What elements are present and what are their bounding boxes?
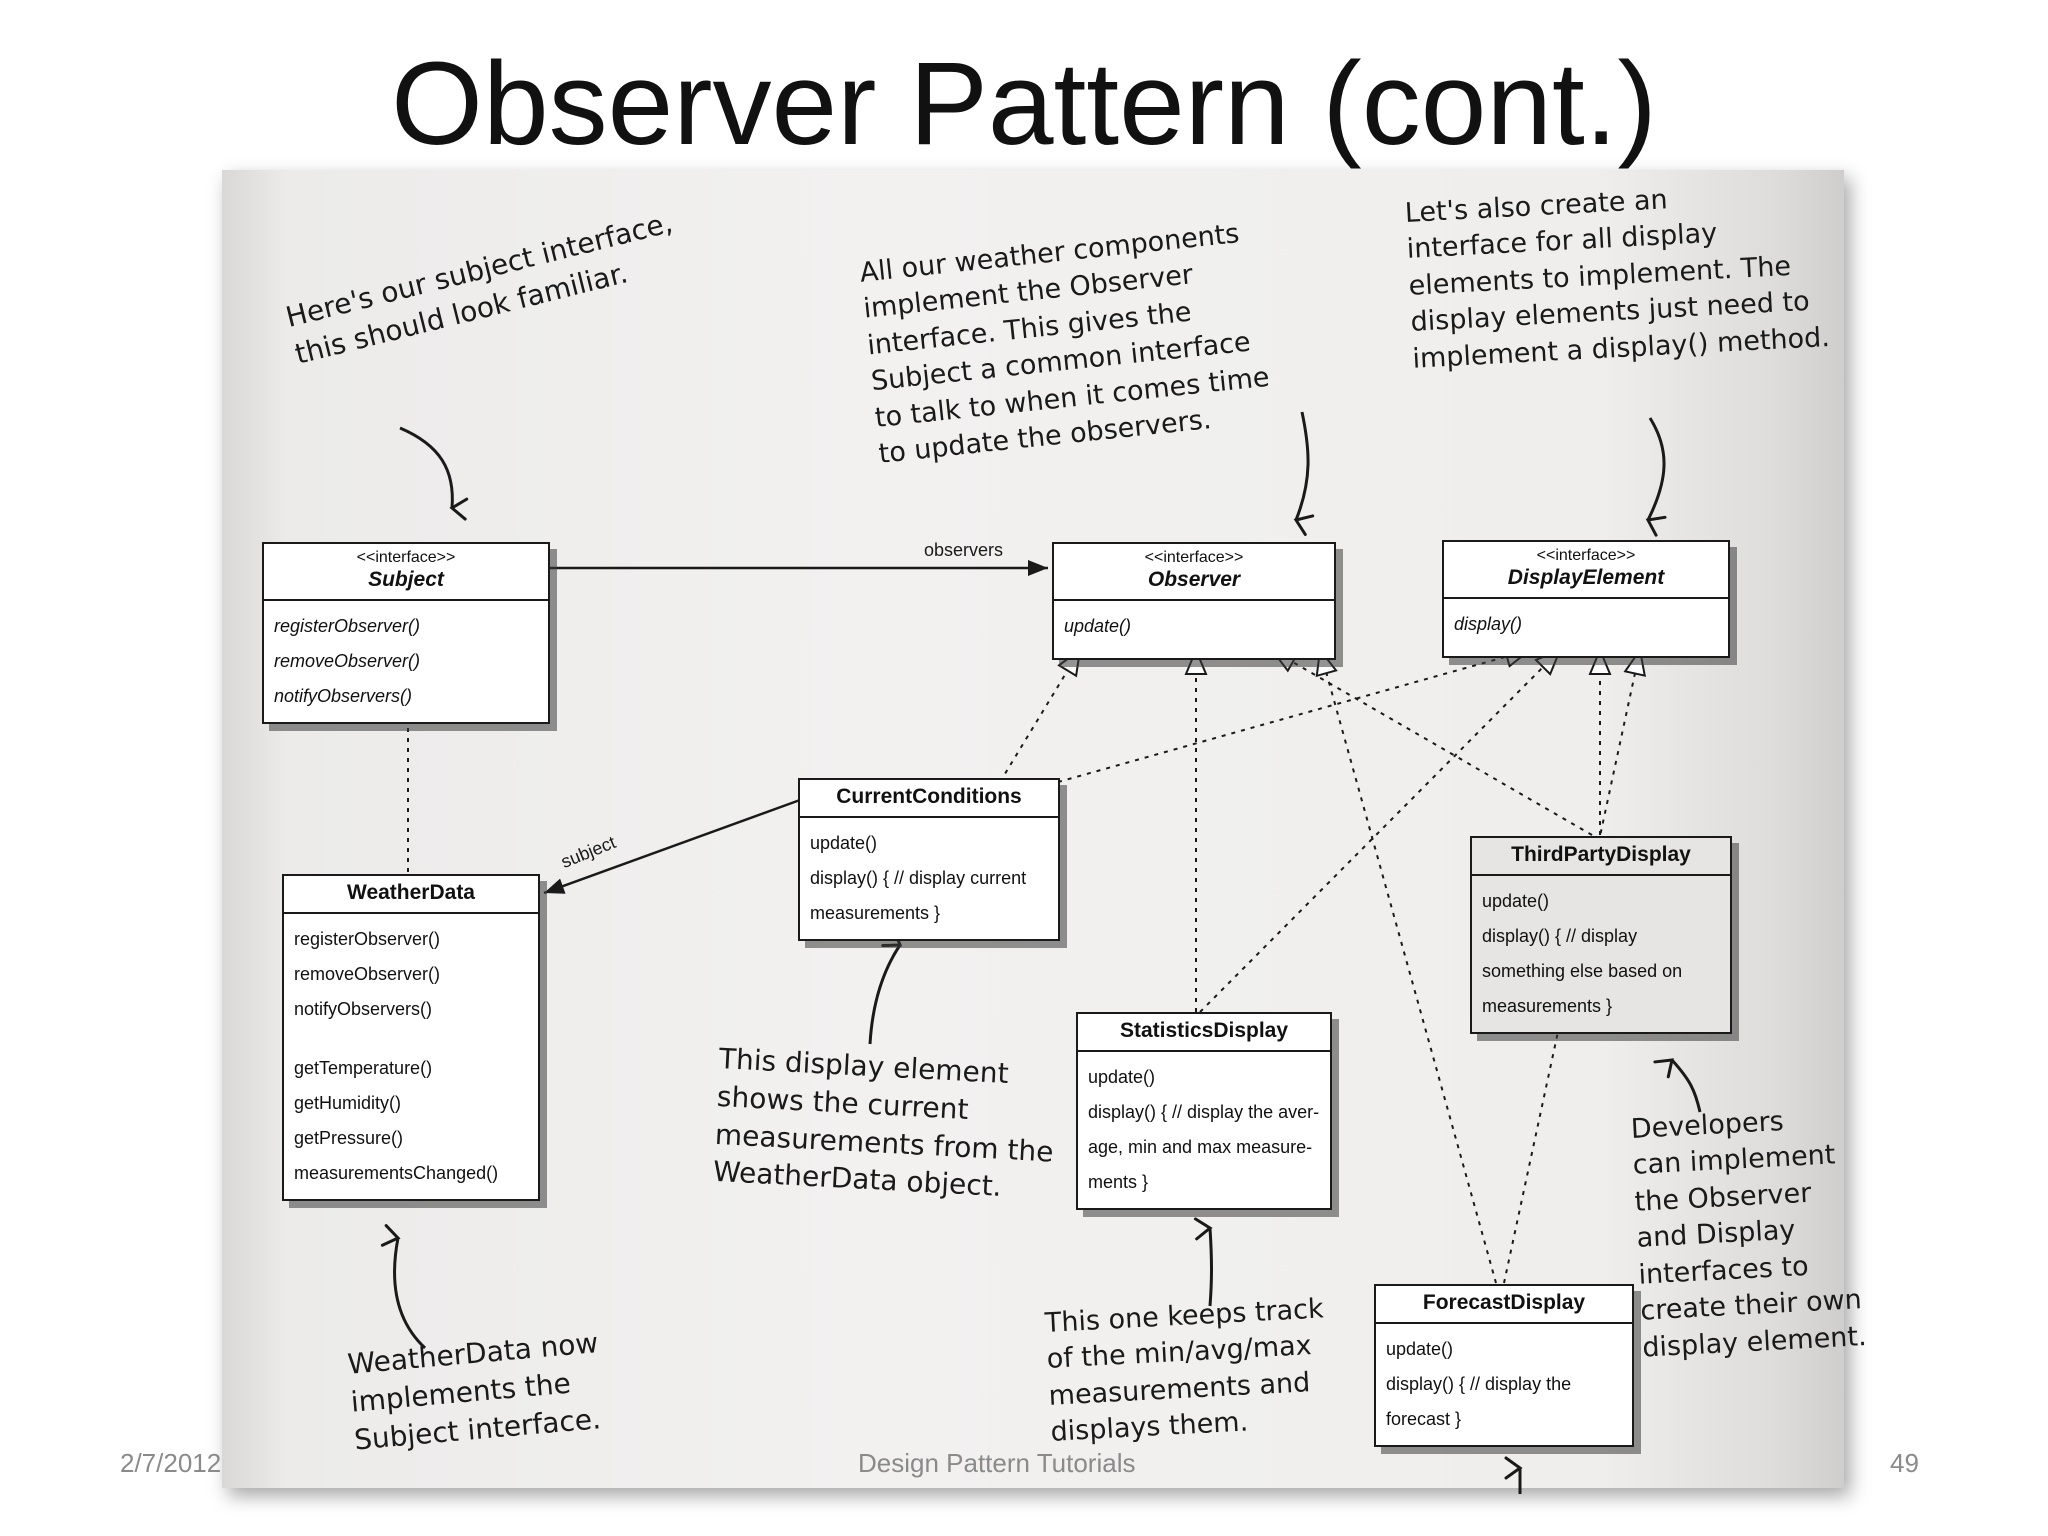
display-element-interface-box: <<interface>> DisplayElement display(): [1442, 540, 1730, 659]
weatherdata-header: WeatherData: [284, 876, 538, 915]
statistics-display-annotation: This one keeps track of the min/avg/max …: [1044, 1293, 1325, 1449]
forecast-display-name: ForecastDisplay: [1422, 1291, 1586, 1314]
statistics-display-method: update(): [1088, 1067, 1156, 1088]
observer-stereotype: <<interface>>: [1144, 549, 1244, 566]
observers-association-label: observers: [924, 540, 1004, 560]
subject-header: <<interface>> Subject: [264, 544, 548, 602]
statistics-display-method: age, min and max measure-: [1088, 1137, 1313, 1158]
observer-name: Observer: [1147, 568, 1241, 592]
third-party-display-method: display() { // display: [1482, 926, 1638, 947]
subject-stereotype: <<interface>>: [356, 549, 456, 566]
current-note-arrow-icon: [868, 927, 903, 1045]
subject-association: [543, 798, 801, 895]
statistics-display-name: StatisticsDisplay: [1119, 1019, 1289, 1042]
observer-note-arrow-icon: [1293, 411, 1315, 536]
weatherdata-name: WeatherData: [347, 881, 475, 904]
third-party-display-class-box: ThirdPartyDisplay update() display() { /…: [1470, 836, 1732, 1035]
weatherdata-class-box: WeatherData registerObserver() removeObs…: [282, 874, 540, 1202]
forecast-display-method: forecast }: [1386, 1409, 1462, 1430]
statistics-display-class-box: StatisticsDisplay update() display() { /…: [1076, 1012, 1332, 1211]
forecast-display-methods: update() display() { // display the fore…: [1376, 1324, 1632, 1445]
current-realizes-display: [1057, 650, 1530, 783]
weatherdata-note-arrow-icon: [380, 1224, 427, 1350]
weatherdata-method-gap: [294, 1027, 528, 1051]
third-party-display-name: ThirdPartyDisplay: [1511, 843, 1691, 866]
footer-center-text: Design Pattern Tutorials: [858, 1448, 1136, 1478]
subject-interface-box: <<interface>> Subject registerObserver()…: [262, 542, 550, 725]
weatherdata-method: getHumidity(): [294, 1093, 402, 1114]
observer-interface-annotation: All our weather components implement the…: [858, 218, 1271, 471]
third-party-display-method: update(): [1482, 891, 1550, 912]
developers-annotation: Developers can implement the Observer an…: [1630, 1105, 1868, 1364]
statistics-note-arrow-icon: [1193, 1217, 1213, 1307]
current-conditions-class-box: CurrentConditions update() display() { /…: [798, 778, 1060, 942]
forecast-display-header: ForecastDisplay: [1376, 1286, 1632, 1325]
weatherdata-method: removeObserver(): [294, 964, 441, 985]
current-conditions-annotation: This display element shows the current m…: [712, 1041, 1055, 1204]
subject-method: notifyObservers(): [274, 686, 413, 707]
subject-method: removeObserver(): [274, 651, 421, 672]
slide-title: Observer Pattern (cont.): [391, 38, 1657, 170]
weatherdata-method: registerObserver(): [294, 929, 441, 950]
current-conditions-method: update(): [810, 833, 878, 854]
thirdparty-realizes-observer: [1272, 650, 1593, 836]
third-party-display-method: measurements }: [1482, 996, 1613, 1017]
weatherdata-method: measurementsChanged(): [294, 1163, 499, 1184]
subject-methods: registerObserver() removeObserver() noti…: [264, 601, 548, 722]
current-conditions-method: measurements }: [810, 903, 941, 924]
statistics-display-method: ments }: [1088, 1172, 1149, 1193]
display-element-methods: display(): [1444, 599, 1728, 656]
observer-methods: update(): [1054, 601, 1334, 658]
statistics-display-method: display() { // display the aver-: [1088, 1102, 1320, 1123]
subject-note-arrow-icon: [399, 426, 469, 521]
display-element-stereotype: <<interface>>: [1536, 547, 1636, 564]
weatherdata-method: getPressure(): [294, 1128, 404, 1149]
observer-interface-box: <<interface>> Observer update(): [1052, 542, 1336, 661]
third-party-display-header: ThirdPartyDisplay: [1472, 838, 1730, 877]
forecast-display-method: update(): [1386, 1339, 1454, 1360]
current-conditions-header: CurrentConditions: [800, 780, 1058, 819]
observer-header: <<interface>> Observer: [1054, 544, 1334, 602]
third-party-display-methods: update() display() { // display somethin…: [1472, 876, 1730, 1032]
display-element-annotation: Let's also create an interface for all d…: [1404, 184, 1831, 375]
developers-note-arrow-icon: [1653, 1058, 1702, 1113]
forecast-display-method: display() { // display the: [1386, 1374, 1572, 1395]
statistics-display-header: StatisticsDisplay: [1078, 1014, 1330, 1053]
current-conditions-methods: update() display() { // display current …: [800, 818, 1058, 939]
third-party-display-method: something else based on: [1482, 961, 1683, 982]
current-conditions-method: display() { // display current: [810, 868, 1027, 889]
display-note-arrow-icon: [1645, 417, 1667, 537]
display-element-method: display(): [1454, 614, 1523, 635]
observer-method: update(): [1064, 616, 1132, 637]
weatherdata-method: notifyObservers(): [294, 999, 433, 1020]
page-number: 49: [1890, 1448, 1919, 1478]
current-conditions-name: CurrentConditions: [836, 785, 1022, 808]
weatherdata-method: getTemperature(): [294, 1058, 433, 1079]
weatherdata-methods: registerObserver() removeObserver() noti…: [284, 914, 538, 1199]
statistics-display-methods: update() display() { // display the aver…: [1078, 1052, 1330, 1208]
display-element-name: DisplayElement: [1507, 566, 1665, 590]
subject-name: Subject: [368, 568, 444, 592]
current-realizes-observer: [999, 650, 1080, 783]
weatherdata-annotation: WeatherData now implements the Subject i…: [346, 1326, 603, 1457]
footer-date: 2/7/2012: [120, 1448, 222, 1478]
forecast-display-class-box: ForecastDisplay update() display() { // …: [1374, 1284, 1634, 1448]
subject-method: registerObserver(): [274, 616, 421, 637]
display-element-header: <<interface>> DisplayElement: [1444, 542, 1728, 600]
